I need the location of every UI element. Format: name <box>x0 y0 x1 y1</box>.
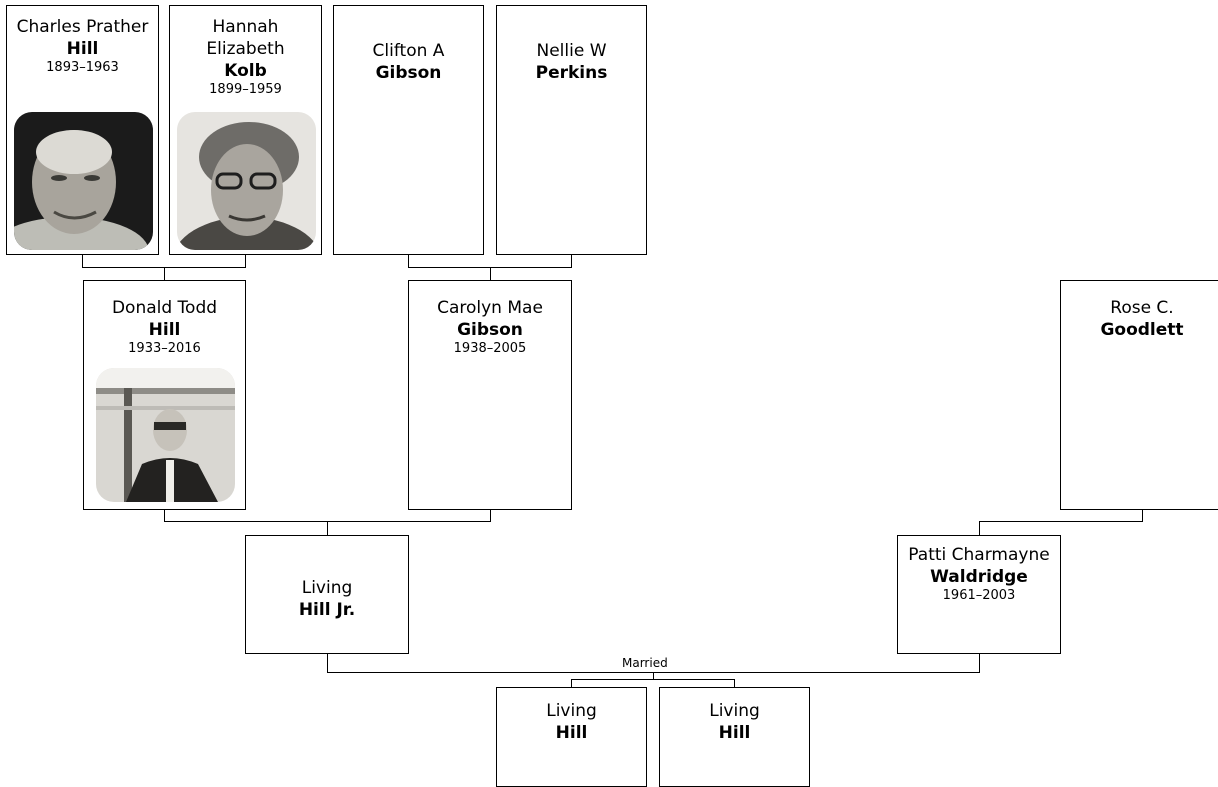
surname: Hill <box>555 723 588 743</box>
given-name: Living <box>301 578 353 598</box>
life-dates: 1899–1959 <box>209 82 282 97</box>
life-dates: 1933–2016 <box>128 341 201 356</box>
connector-line <box>734 679 735 688</box>
connector-line <box>653 672 654 680</box>
connector-line <box>571 254 572 268</box>
connector-line <box>979 653 980 673</box>
life-dates: 1938–2005 <box>453 341 527 356</box>
person-card-child-2[interactable]: Living Hill <box>659 687 810 787</box>
surname: Hill <box>66 39 99 59</box>
person-card-living-hill-jr[interactable]: Living Hill Jr. <box>245 535 409 654</box>
connector-line <box>490 509 491 522</box>
connector-line <box>164 509 165 522</box>
surname: Hill <box>718 723 751 743</box>
connector-line <box>490 267 491 280</box>
person-card-carolyn[interactable]: Carolyn Mae Gibson 1938–2005 <box>408 280 572 510</box>
given-name: Clifton A <box>372 41 445 61</box>
given-name: Patti Charmayne <box>908 545 1050 565</box>
surname: Perkins <box>535 63 608 83</box>
connector-line <box>571 679 735 680</box>
surname: Gibson <box>375 63 442 83</box>
person-card-clifton[interactable]: Clifton A Gibson <box>333 5 484 255</box>
connector-line <box>245 254 246 268</box>
connector-line <box>327 521 328 535</box>
given-name: Rose C. <box>1110 298 1174 318</box>
portrait-photo[interactable] <box>96 368 235 502</box>
connector-line <box>979 521 980 535</box>
surname: Kolb <box>224 61 267 81</box>
life-dates: 1893–1963 <box>46 60 119 75</box>
connector-line <box>979 521 1143 522</box>
given-name: Living <box>546 701 597 721</box>
portrait-photo[interactable] <box>14 112 153 250</box>
connector-line <box>1142 509 1143 522</box>
connector-line <box>82 254 83 268</box>
surname: Gibson <box>457 320 523 340</box>
person-card-donald[interactable]: Donald Todd Hill 1933–2016 <box>83 280 246 510</box>
person-card-patti[interactable]: Patti Charmayne Waldridge 1961–2003 <box>897 535 1061 654</box>
given-name: Living <box>709 701 760 721</box>
person-card-child-1[interactable]: Living Hill <box>496 687 647 787</box>
married-label: Married <box>620 656 670 670</box>
given-name: Charles Prather <box>16 17 149 37</box>
person-card-charles[interactable]: Charles Prather Hill 1893–1963 <box>6 5 159 255</box>
person-card-hannah[interactable]: Hannah Elizabeth Kolb 1899–1959 <box>169 5 322 255</box>
given-name: Hannah Elizabeth <box>206 17 285 59</box>
surname: Hill Jr. <box>298 600 356 620</box>
person-card-rose[interactable]: Rose C. Goodlett <box>1060 280 1218 510</box>
life-dates: 1961–2003 <box>942 588 1016 603</box>
connector-line <box>571 679 572 688</box>
portrait-photo[interactable] <box>177 112 316 250</box>
surname: Waldridge <box>930 567 1028 587</box>
person-card-nellie[interactable]: Nellie W Perkins <box>496 5 647 255</box>
surname: Goodlett <box>1100 320 1184 340</box>
connector-line <box>327 653 328 673</box>
surname: Hill <box>148 320 181 340</box>
given-name: Carolyn Mae <box>437 298 543 318</box>
given-name: Donald Todd <box>111 298 218 318</box>
connector-line <box>164 267 165 280</box>
given-name: Nellie W <box>536 41 607 61</box>
connector-line <box>408 254 409 268</box>
